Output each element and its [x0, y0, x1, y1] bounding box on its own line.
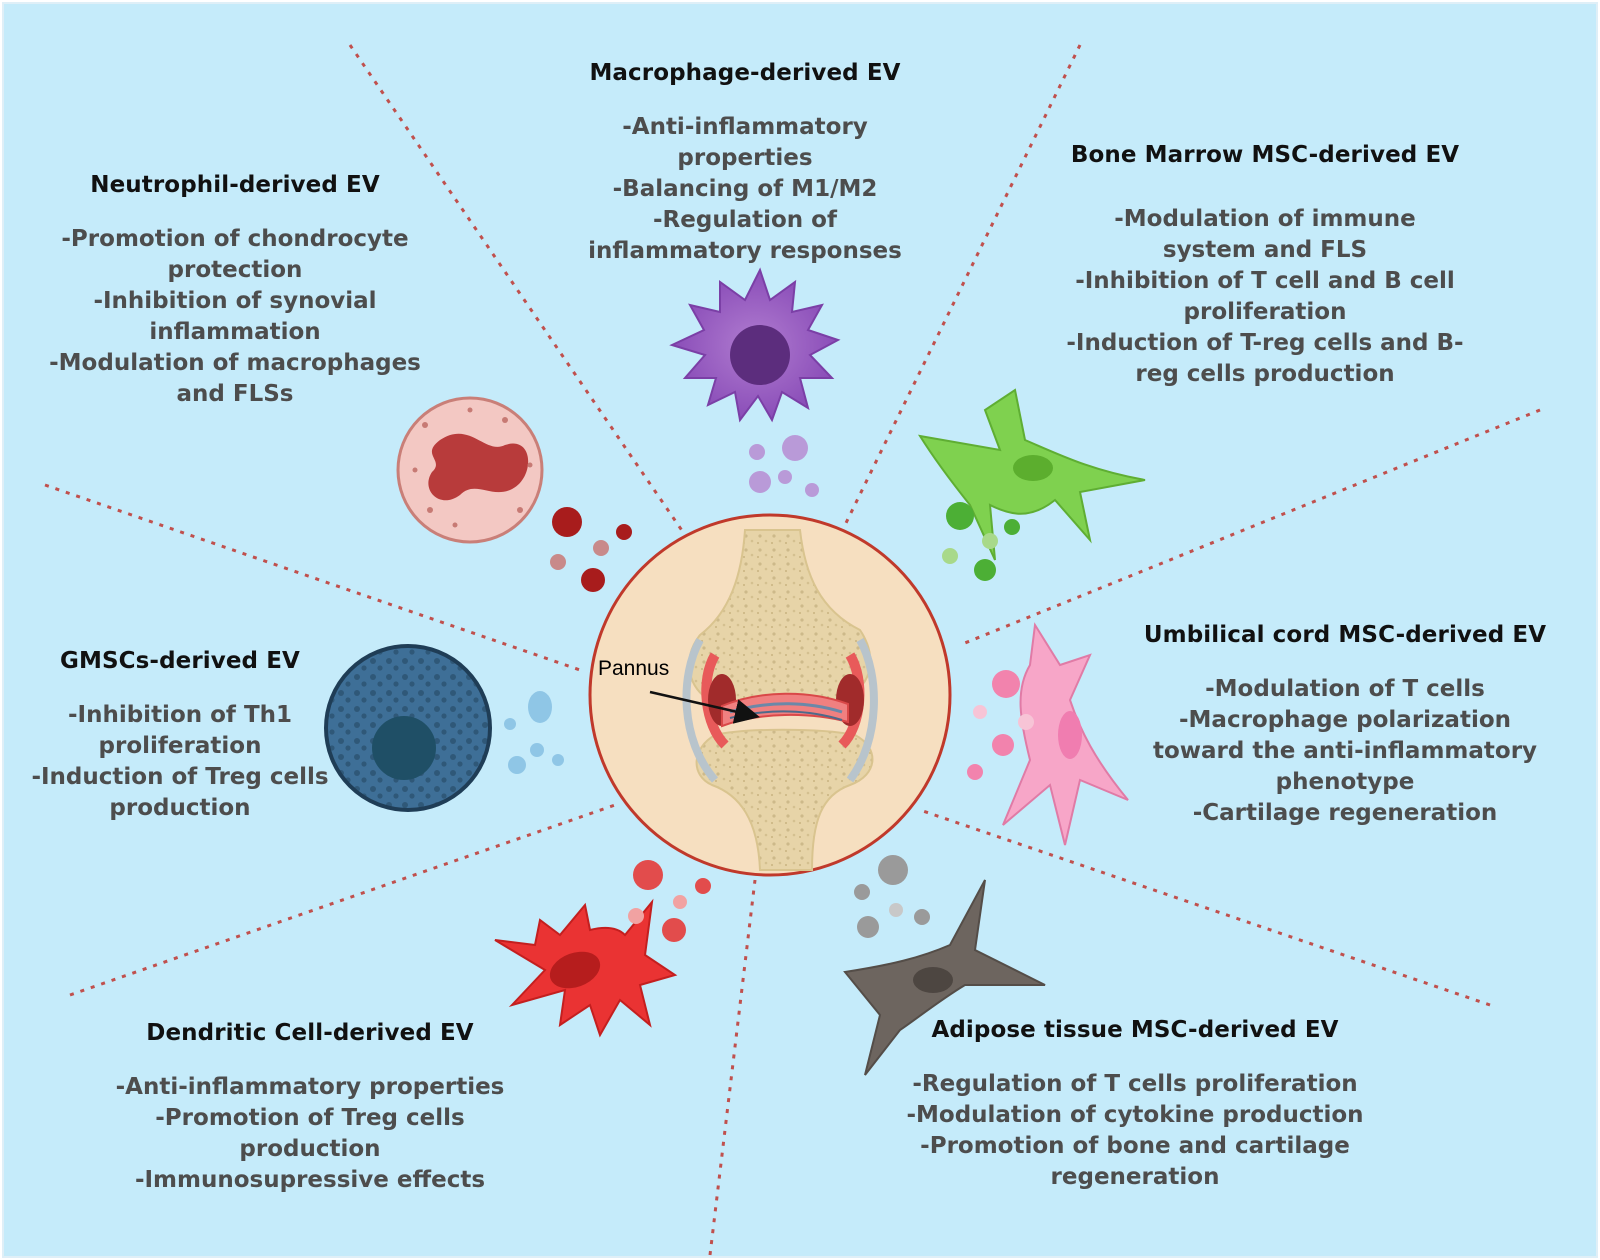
- effect-line: -Promotion of bone and cartilage: [920, 1133, 1350, 1159]
- effect-line: -Regulation of: [653, 207, 837, 233]
- gmsc-ev-icon: [504, 691, 564, 774]
- effect-line: -Anti-inflammatory properties: [115, 1074, 505, 1100]
- adipose-msc-ev-icon: [854, 855, 930, 938]
- bone-marrow-title: Bone Marrow MSC-derived EV: [1070, 142, 1460, 168]
- macrophage-ev-icon: [749, 435, 819, 497]
- neutrophil-section: Neutrophil-derived EV -Promotion of chon…: [30, 172, 440, 410]
- gmsc-section: GMSCs-derived EV -Inhibition of Th1 proli…: [15, 648, 345, 824]
- neutrophil-cell-icon: [396, 396, 544, 544]
- macrophage-effects: -Anti-inflammatory properties -Balancing o…: [560, 112, 930, 267]
- effect-line: -Regulation of T cells proliferation: [912, 1071, 1358, 1097]
- effect-line: -Macrophage polarization: [1178, 707, 1512, 733]
- effect-line: reg cells production: [1135, 361, 1395, 387]
- dendritic-section: Dendritic Cell-derived EV -Anti-inflamma…: [95, 1020, 525, 1196]
- dendritic-effects: -Anti-inflammatory properties -Promotion …: [95, 1072, 525, 1196]
- effect-line: -Promotion of chondrocyte: [61, 226, 409, 252]
- effect-line: -Inhibition of synovial: [93, 288, 377, 314]
- effect-line: -Modulation of macrophages: [49, 350, 421, 376]
- effect-line: protection: [167, 257, 303, 283]
- umbilical-effects: -Modulation of T cells -Macrophage polari…: [1130, 674, 1560, 829]
- effect-line: -Immunosupressive effects: [134, 1167, 486, 1193]
- gmsc-effects: -Inhibition of Th1 proliferation -Inductio…: [15, 700, 345, 824]
- bone-marrow-msc-cell-icon: [917, 388, 1146, 561]
- effect-line: -Induction of T-reg cells and B-: [1066, 330, 1464, 356]
- effect-line: phenotype: [1275, 769, 1415, 795]
- pannus-arrow: [649, 690, 760, 724]
- effect-line: -Anti-inflammatory: [622, 114, 868, 140]
- dendritic-cell-icon: [494, 898, 678, 1038]
- neutrophil-ev-icon: [550, 507, 632, 592]
- effect-line: -Promotion of Treg cells: [155, 1105, 465, 1131]
- effect-line: -Modulation of T cells: [1205, 676, 1485, 702]
- effect-line: and FLSs: [176, 381, 294, 407]
- effect-line: -Cartilage regeneration: [1192, 800, 1498, 826]
- effect-line: proliferation: [98, 733, 262, 759]
- effect-line: production: [109, 795, 251, 821]
- dendritic-title: Dendritic Cell-derived EV: [146, 1020, 474, 1046]
- effect-line: proliferation: [1183, 299, 1347, 325]
- divider-lines: [44, 44, 1541, 1256]
- divider-line: [919, 808, 1491, 1007]
- effect-line: properties: [677, 145, 813, 171]
- effect-line: -Inhibition of Th1: [67, 702, 293, 728]
- effect-line: -Inhibition of T cell and B cell: [1075, 268, 1455, 294]
- pannus-label: Pannus: [598, 657, 670, 680]
- umbilical-msc-ev-icon: [967, 670, 1034, 780]
- effect-line: production: [239, 1136, 381, 1162]
- adipose-title: Adipose tissue MSC-derived EV: [931, 1017, 1339, 1043]
- adipose-msc-cell-icon: [843, 879, 1046, 1076]
- umbilical-title: Umbilical cord MSC-derived EV: [1143, 622, 1547, 648]
- bone-marrow-effects: -Modulation of immune system and FLS -Inhi…: [1045, 204, 1485, 390]
- effect-line: regeneration: [1050, 1164, 1220, 1190]
- neutrophil-effects: -Promotion of chondrocyte protection -Inhi…: [30, 224, 440, 410]
- neutrophil-title: Neutrophil-derived EV: [90, 172, 380, 198]
- effect-line: inflammation: [149, 319, 321, 345]
- effect-line: inflammatory responses: [588, 238, 902, 264]
- adipose-effects: -Regulation of T cells proliferation -Mod…: [900, 1069, 1370, 1193]
- effect-line: -Balancing of M1/M2: [612, 176, 878, 202]
- effect-line: toward the anti-inflammatory: [1152, 738, 1538, 764]
- macrophage-section: Macrophage-derived EV -Anti-inflammatory…: [560, 60, 930, 267]
- effect-line: -Modulation of cytokine production: [906, 1102, 1364, 1128]
- adipose-section: Adipose tissue MSC-derived EV -Regulatio…: [900, 1017, 1370, 1193]
- macrophage-title: Macrophage-derived EV: [589, 60, 901, 86]
- joint-illustration: [588, 513, 952, 877]
- divider-line: [69, 803, 616, 997]
- effect-line: system and FLS: [1162, 237, 1368, 263]
- gmsc-cell-icon: [324, 644, 492, 812]
- bone-marrow-msc-ev-icon: [942, 502, 1020, 581]
- gmsc-title: GMSCs-derived EV: [60, 648, 300, 674]
- umbilical-msc-cell-icon: [1002, 622, 1129, 846]
- divider-line: [843, 44, 1082, 526]
- macrophage-cell-icon: [669, 267, 841, 423]
- divider-line: [708, 879, 757, 1256]
- effect-line: -Modulation of immune: [1114, 206, 1416, 232]
- umbilical-section: Umbilical cord MSC-derived EV -Modulatio…: [1130, 622, 1560, 829]
- dendritic-ev-icon: [628, 860, 711, 942]
- effect-line: -Induction of Treg cells: [31, 764, 329, 790]
- bone-marrow-section: Bone Marrow MSC-derived EV -Modulation o…: [1045, 142, 1485, 390]
